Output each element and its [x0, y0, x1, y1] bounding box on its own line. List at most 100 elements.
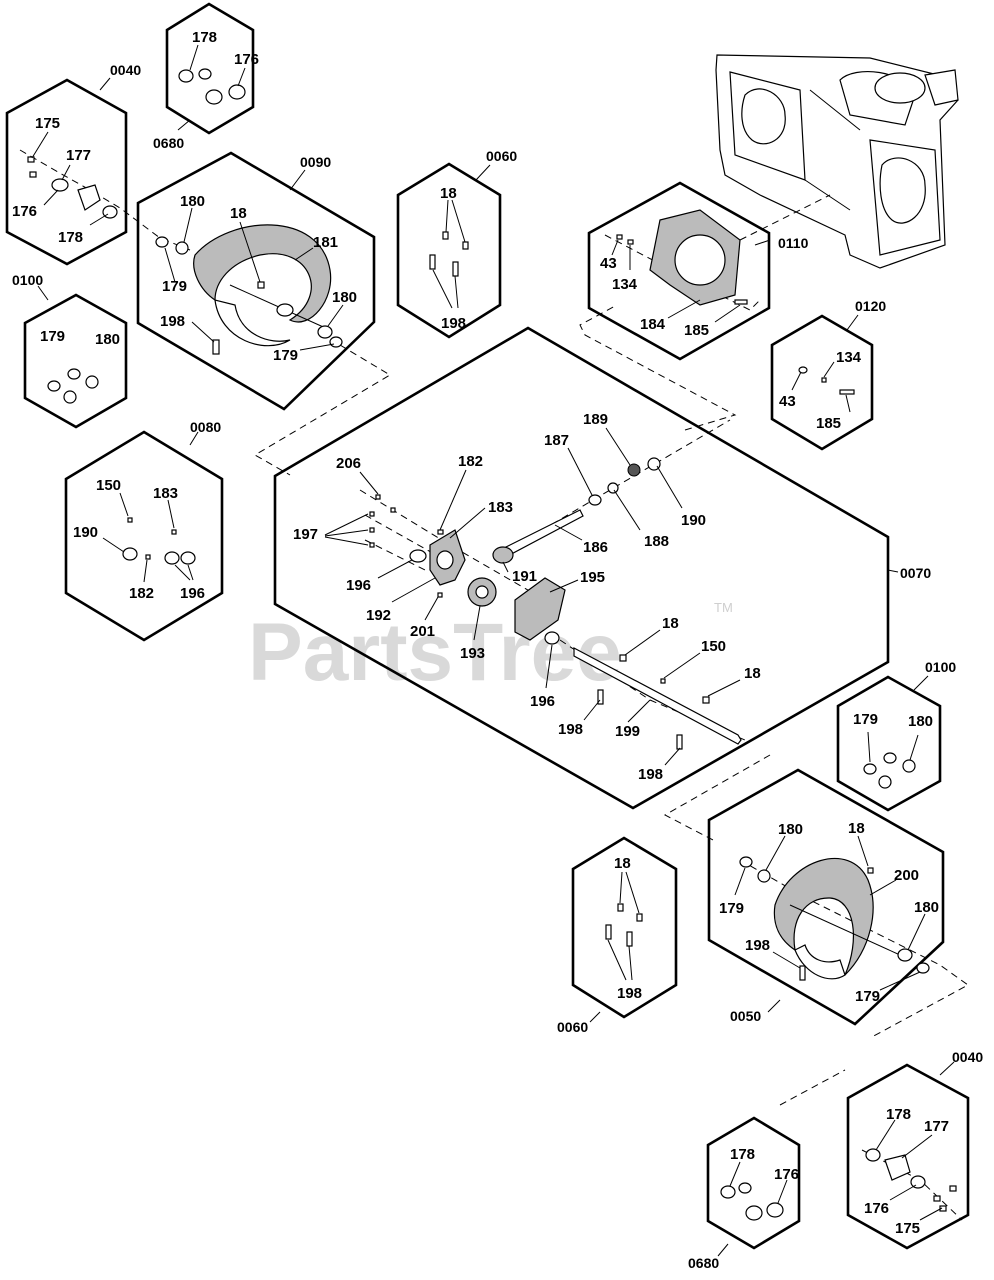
part-label: 199 — [615, 723, 640, 740]
part-label: 198 — [617, 985, 642, 1002]
group-0060-bottom-outline — [571, 836, 678, 1019]
part-label: 180 — [908, 713, 933, 730]
part-label: 198 — [745, 937, 770, 954]
group-label-0100-left: 0100 — [12, 272, 43, 288]
part-label: 18 — [440, 185, 457, 202]
part-label: 176 — [774, 1166, 799, 1183]
group-label-0040-bottom: 0040 — [952, 1049, 983, 1065]
part-label: 175 — [895, 1220, 920, 1237]
part-label: 186 — [583, 539, 608, 556]
group-0100-left-outline — [23, 293, 128, 429]
part-label: 190 — [73, 524, 98, 541]
group-labels: 0040 0680 0090 0060 0100 0080 0110 0120 … — [12, 62, 983, 1271]
group-label-0060-bottom: 0060 — [557, 1019, 588, 1035]
group-0050-outline — [707, 768, 945, 1026]
group-0680-top-outline — [165, 2, 255, 135]
part-label: 179 — [855, 988, 880, 1005]
part-label: 178 — [192, 29, 217, 46]
group-0060-top-outline — [396, 162, 502, 339]
part-label: 185 — [684, 322, 709, 339]
part-label: 190 — [681, 512, 706, 529]
part-label: 198 — [638, 766, 663, 783]
group-label-0110: 0110 — [778, 235, 809, 251]
group-0070-outline — [273, 326, 890, 810]
part-label: 179 — [719, 900, 744, 917]
part-label: 179 — [853, 711, 878, 728]
group-0120-outline — [770, 314, 874, 451]
group-label-0680-top: 0680 — [153, 135, 184, 151]
group-0040-top-outline — [5, 78, 128, 266]
part-label: 179 — [162, 278, 187, 295]
part-label: 43 — [600, 255, 617, 272]
group-label-0680-bottom: 0680 — [688, 1255, 719, 1271]
part-label: 18 — [614, 855, 631, 872]
group-0080-outline — [64, 430, 224, 642]
part-label: 198 — [441, 315, 466, 332]
group-label-0050: 0050 — [730, 1008, 761, 1024]
group-0680-bottom-outline — [706, 1116, 801, 1250]
part-label: 175 — [35, 115, 60, 132]
part-label: 178 — [886, 1106, 911, 1123]
part-label: 182 — [458, 453, 483, 470]
part-label: 192 — [366, 607, 391, 624]
group-label-0040-top: 0040 — [110, 62, 141, 78]
part-label: 150 — [701, 638, 726, 655]
part-label: 180 — [180, 193, 205, 210]
part-label: 179 — [40, 328, 65, 345]
part-label: 196 — [180, 585, 205, 602]
part-label: 18 — [744, 665, 761, 682]
part-label: 191 — [512, 568, 537, 585]
watermark-brand: PartsTree — [248, 607, 622, 698]
part-label: 18 — [230, 205, 247, 222]
part-label: 180 — [778, 821, 803, 838]
part-label: 188 — [644, 533, 669, 550]
part-label: 198 — [558, 721, 583, 738]
part-label: 180 — [332, 289, 357, 306]
part-label: 18 — [848, 820, 865, 837]
part-label: 18 — [662, 615, 679, 632]
group-label-0070: 0070 — [900, 565, 931, 581]
part-number-labels: 175 177 176 178 178 176 180 18 181 179 1… — [12, 29, 949, 1237]
group-label-0120: 0120 — [855, 298, 886, 314]
watermark-trademark: TM — [714, 600, 733, 615]
part-label: 198 — [160, 313, 185, 330]
group-0100-right-outline — [836, 675, 942, 812]
part-label: 196 — [346, 577, 371, 594]
group-0110-outline — [587, 181, 771, 361]
part-label: 183 — [153, 485, 178, 502]
part-label: 183 — [488, 499, 513, 516]
part-label: 200 — [894, 867, 919, 884]
part-label: 177 — [924, 1118, 949, 1135]
part-label: 187 — [544, 432, 569, 449]
leader-lines — [31, 44, 955, 1257]
part-label: 182 — [129, 585, 154, 602]
part-label: 193 — [460, 645, 485, 662]
group-0040-bottom-outline — [846, 1063, 970, 1250]
part-label: 134 — [612, 276, 638, 293]
part-label: 43 — [779, 393, 796, 410]
group-label-0060-top: 0060 — [486, 148, 517, 164]
part-label: 150 — [96, 477, 121, 494]
part-label: 178 — [58, 229, 83, 246]
part-label: 201 — [410, 623, 435, 640]
group-label-0100-right: 0100 — [925, 659, 956, 675]
part-label: 134 — [836, 349, 862, 366]
auger-housing-illustration — [715, 54, 959, 269]
part-label: 176 — [234, 51, 259, 68]
part-label: 180 — [95, 331, 120, 348]
group-label-0090: 0090 — [300, 154, 331, 170]
part-label: 206 — [336, 455, 361, 472]
group-0090-outline — [136, 151, 376, 411]
part-label: 196 — [530, 693, 555, 710]
part-label: 189 — [583, 411, 608, 428]
part-label: 176 — [12, 203, 37, 220]
part-label: 181 — [313, 234, 338, 251]
part-label: 179 — [273, 347, 298, 364]
part-label: 176 — [864, 1200, 889, 1217]
part-label: 195 — [580, 569, 605, 586]
part-label: 185 — [816, 415, 841, 432]
part-label: 178 — [730, 1146, 755, 1163]
part-label: 180 — [914, 899, 939, 916]
part-label: 197 — [293, 526, 318, 543]
